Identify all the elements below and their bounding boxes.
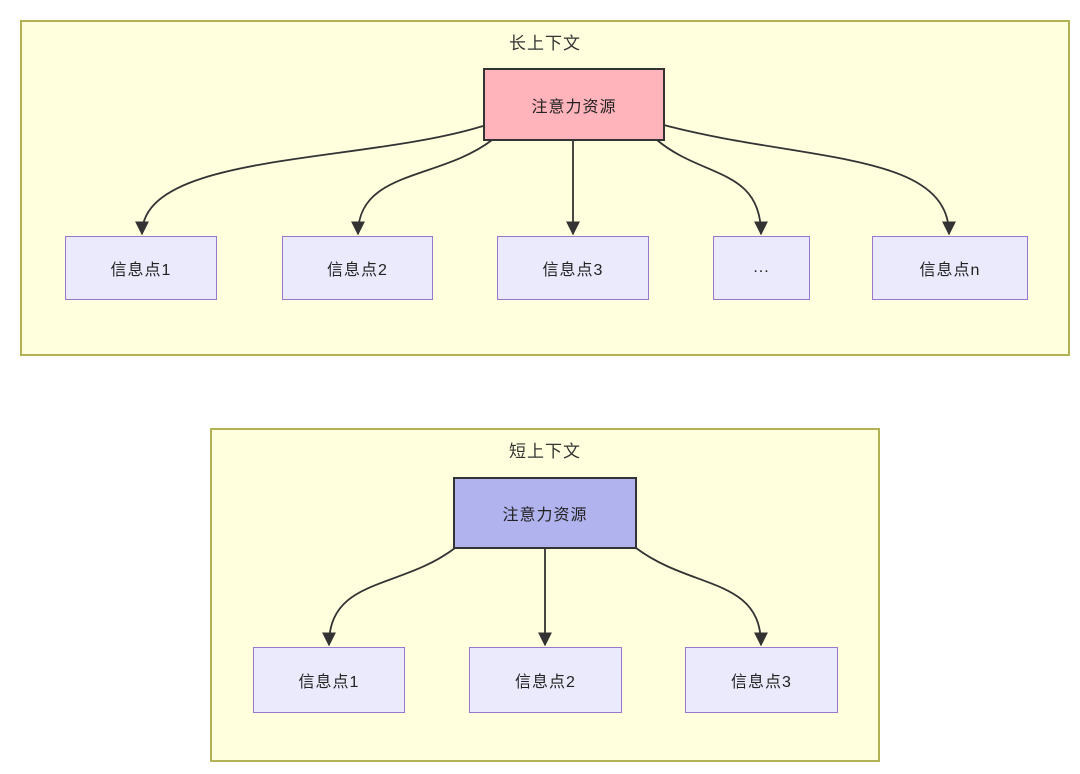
long-context-title: 长上下文 bbox=[509, 34, 581, 53]
long-info-node-ellipsis: ... bbox=[713, 236, 810, 300]
long-info-node-3: 信息点3 bbox=[497, 236, 649, 300]
short-info-node-2: 信息点2 bbox=[469, 647, 622, 713]
short-attention-node: 注意力资源 bbox=[453, 477, 637, 549]
long-info-node-n: 信息点n bbox=[872, 236, 1028, 300]
long-info-node-2: 信息点2 bbox=[282, 236, 433, 300]
long-info-node-1: 信息点1 bbox=[65, 236, 217, 300]
long-attention-node: 注意力资源 bbox=[483, 68, 665, 141]
short-info-node-1: 信息点1 bbox=[253, 647, 405, 713]
short-context-title: 短上下文 bbox=[509, 442, 581, 461]
short-info-node-3: 信息点3 bbox=[685, 647, 838, 713]
